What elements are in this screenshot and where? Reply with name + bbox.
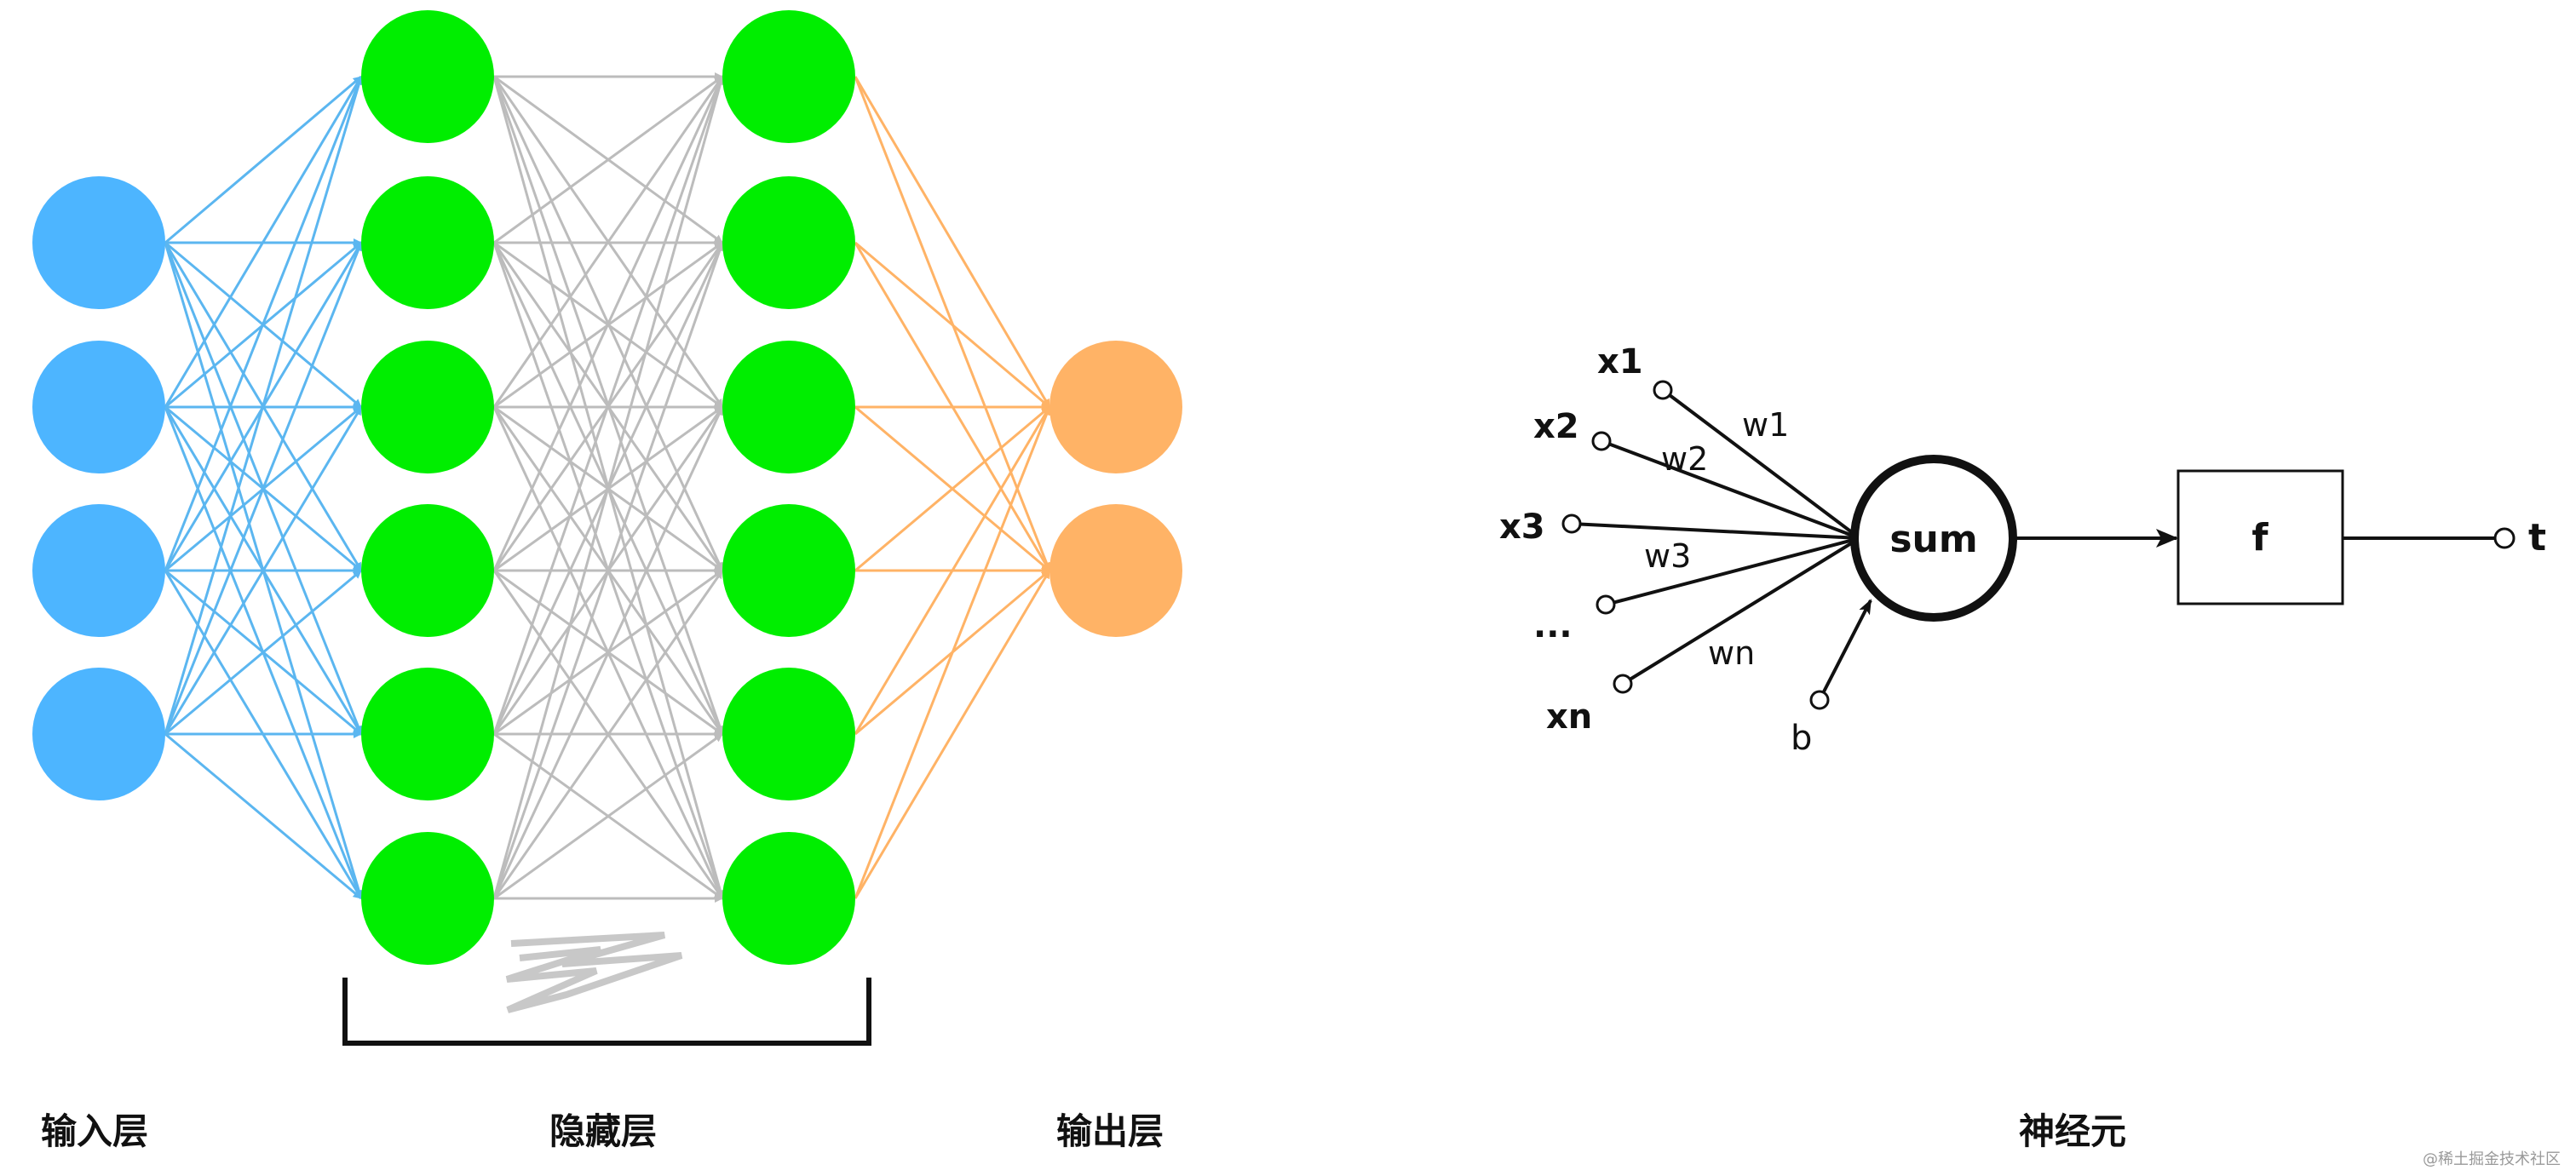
- connection-edge: [164, 569, 362, 736]
- hidden-1-node: [361, 176, 494, 309]
- input-label: xn: [1546, 697, 1592, 737]
- connection-edge: [854, 570, 1051, 899]
- input-layer-caption: 输入层: [41, 1110, 149, 1152]
- hidden-1-node: [361, 504, 494, 637]
- input-edge: [1601, 439, 1860, 540]
- input-terminal-icon: [1613, 674, 1633, 694]
- input-node: [32, 504, 165, 637]
- hidden-2-node: [722, 176, 855, 309]
- hidden-1-node: [361, 341, 494, 473]
- connection-edge: [492, 76, 724, 735]
- neuron-diagram: x1 w1 x2 w2 x3 w3... xn wn b sum f t: [1499, 342, 2546, 758]
- input-terminal-icon: [1653, 380, 1673, 400]
- connection-edge: [854, 406, 1051, 899]
- weight-label: wn: [1708, 634, 1755, 672]
- input-terminal-icon: [1591, 431, 1612, 451]
- connection-edge: [492, 76, 725, 899]
- weight-label: w2: [1661, 440, 1708, 478]
- connection-edge: [492, 406, 724, 899]
- weight-label: w1: [1742, 406, 1789, 444]
- hidden-1-node: [361, 668, 494, 800]
- input-edge: [1605, 536, 1860, 606]
- input-label: x1: [1597, 342, 1643, 381]
- hidden-2-node: [722, 10, 855, 143]
- output-layer-caption: 输出层: [1056, 1110, 1164, 1152]
- connection-edge: [854, 406, 1051, 735]
- weight-label: w3: [1644, 537, 1691, 575]
- hidden-layer-bracket: [342, 978, 871, 1046]
- input-edge: [1621, 536, 1861, 686]
- input-label: x3: [1499, 508, 1545, 547]
- bias-edge: [1818, 599, 1872, 701]
- output-label: t: [2528, 516, 2546, 559]
- connection-edge: [854, 76, 1051, 408]
- hidden-2-node: [722, 504, 855, 637]
- connection-edge: [492, 570, 724, 899]
- sum-label: sum: [1889, 518, 1977, 561]
- watermark: @稀土掘金技术社区: [2423, 1150, 2561, 1168]
- connection-edge: [164, 76, 363, 571]
- connection-edge: [164, 406, 363, 735]
- connection-edge: [164, 76, 363, 408]
- connection-edge: [164, 732, 362, 900]
- connection-edge: [164, 242, 363, 735]
- network-nodes: [32, 10, 1182, 965]
- connection-edge: [493, 732, 723, 900]
- input-label: x2: [1533, 407, 1579, 446]
- input-node: [32, 668, 165, 800]
- more-layers-zigzag-icon: [505, 932, 683, 1013]
- connection-edge: [854, 405, 1050, 572]
- output-node: [1049, 341, 1182, 473]
- network-connections: [164, 72, 1051, 903]
- connection-edge: [492, 76, 724, 571]
- connection-edge: [493, 75, 723, 244]
- hidden-1-node: [361, 10, 494, 143]
- connection-edge: [492, 242, 724, 899]
- input-terminal-icon: [1561, 513, 1582, 534]
- input-label: ...: [1533, 606, 1573, 645]
- bias-terminal-icon: [1809, 690, 1830, 710]
- input-terminal-icon: [1596, 594, 1616, 615]
- neuron-caption: 神经元: [2019, 1110, 2127, 1152]
- hidden-layer-caption: 隐藏层: [549, 1110, 658, 1152]
- input-edge: [1661, 388, 1861, 540]
- connection-edge: [164, 75, 362, 244]
- connection-edge: [854, 241, 1050, 409]
- connection-edge: [164, 76, 364, 735]
- input-node: [32, 176, 165, 309]
- bias-label: b: [1791, 719, 1812, 758]
- hidden-1-node: [361, 832, 494, 965]
- output-terminal-icon: [2493, 527, 2516, 549]
- output-node: [1049, 504, 1182, 637]
- input-edge: [1571, 522, 1860, 540]
- input-node: [32, 341, 165, 473]
- hidden-2-node: [722, 341, 855, 473]
- connection-edge: [492, 76, 724, 408]
- hidden-2-node: [722, 832, 855, 965]
- activation-label: f: [2251, 516, 2268, 559]
- hidden-2-node: [722, 668, 855, 800]
